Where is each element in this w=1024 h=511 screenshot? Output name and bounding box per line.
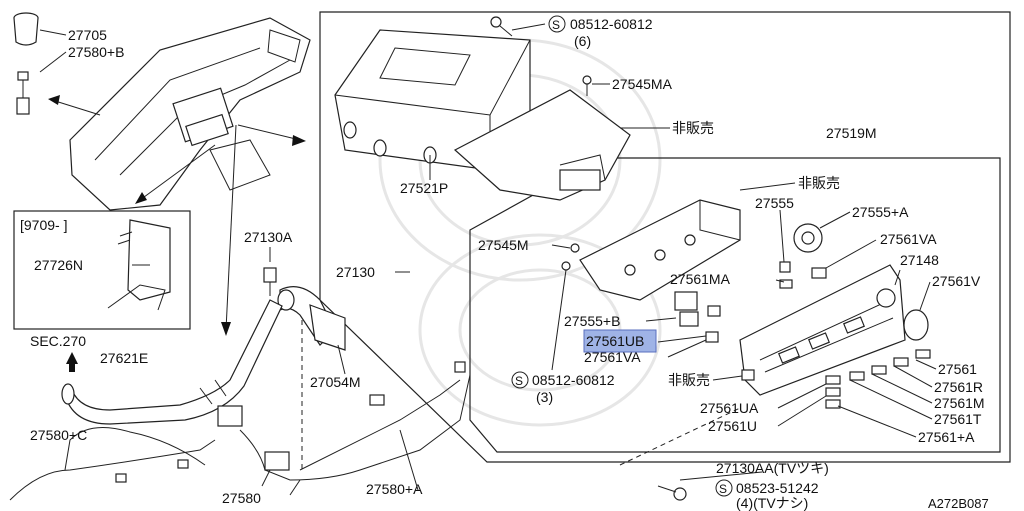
screw-symbol-top: [548, 15, 566, 33]
arrows: [48, 95, 306, 372]
diagram-code: A272B087: [928, 496, 989, 511]
label-hihanbai-1: 非販売: [672, 120, 714, 136]
label-08523[interactable]: 08523-51242: [736, 480, 819, 496]
screw-symbol-bottom2-letter: S: [719, 482, 727, 496]
dash-line-bottom: [619, 407, 741, 466]
label-27561VA-bot[interactable]: 27561VA: [584, 349, 641, 365]
label-08512-top[interactable]: 08512-60812: [570, 16, 653, 32]
label-27561U[interactable]: 27561U: [708, 418, 757, 434]
label-08523-qty: (4)(TVナシ): [736, 495, 808, 511]
label-27130A[interactable]: 27130A: [244, 229, 293, 245]
label-27561VA-top[interactable]: 27561VA: [880, 231, 937, 247]
duct-27130-drawing: [263, 267, 346, 351]
screw-top-drawing: [490, 16, 592, 96]
label-08512-bot-qty: (3): [536, 389, 553, 405]
screw-bottom-drawing: [657, 485, 687, 501]
label-27054M[interactable]: 27054M: [310, 374, 361, 390]
dial-27555A-drawing: [793, 223, 823, 253]
dashboard-drawing: [69, 17, 311, 211]
label-27705[interactable]: 27705: [68, 27, 107, 43]
label-hihanbai-3: 非販売: [668, 372, 710, 388]
unit-27521P-drawing: [334, 29, 531, 171]
label-9709: [9709- ]: [20, 217, 67, 233]
leader-lines: [39, 23, 937, 491]
label-27561A[interactable]: 27561+A: [918, 429, 975, 445]
harness-27580C-drawing: [9, 427, 216, 501]
screw-symbol-bottom2: [715, 479, 733, 497]
label-27561UA[interactable]: 27561UA: [700, 400, 759, 416]
label-27621E[interactable]: 27621E: [100, 350, 148, 366]
label-27580[interactable]: 27580: [222, 490, 261, 506]
label-27561V[interactable]: 27561V: [932, 273, 981, 289]
label-08512-bot[interactable]: 08512-60812: [532, 372, 615, 388]
label-27555A[interactable]: 27555+A: [852, 204, 909, 220]
label-27561T[interactable]: 27561T: [934, 411, 982, 427]
inset-box: [13, 210, 191, 330]
label-27130AA[interactable]: 27130AA(TVツキ): [716, 460, 829, 476]
label-27130[interactable]: 27130: [336, 264, 375, 280]
label-27580C[interactable]: 27580+C: [30, 427, 87, 443]
label-27519M[interactable]: 27519M: [826, 125, 877, 141]
label-27561R[interactable]: 27561R: [934, 379, 983, 395]
label-27561MA[interactable]: 27561MA: [670, 271, 731, 287]
harness-27580-drawing: [217, 361, 471, 496]
label-27580A[interactable]: 27580+A: [366, 481, 423, 497]
label-27561UB[interactable]: 27561UB: [586, 333, 644, 349]
label-hihanbai-2: 非販売: [798, 175, 840, 191]
buttons-27561-drawing: [825, 349, 931, 409]
part-27705-drawing: [13, 12, 39, 115]
screw-symbol-bot-letter: S: [515, 374, 523, 388]
highlight-27561UB: [583, 329, 657, 353]
main-frame: [319, 11, 1011, 463]
label-27555[interactable]: 27555: [755, 195, 794, 211]
label-sec270[interactable]: SEC.270: [30, 333, 86, 349]
small-parts-drawing: [561, 243, 827, 381]
label-27545MA[interactable]: 27545MA: [612, 76, 673, 92]
label-27555B[interactable]: 27555+B: [564, 313, 620, 329]
label-27545M[interactable]: 27545M: [478, 237, 529, 253]
label-27580B[interactable]: 27580+B: [68, 44, 124, 60]
label-27561M[interactable]: 27561M: [934, 395, 985, 411]
bracket-27545M-drawing: [579, 199, 741, 301]
part-27726N-drawing: [107, 219, 171, 311]
label-27521P[interactable]: 27521P: [400, 180, 448, 196]
screw-symbol-top-letter: S: [552, 18, 560, 32]
board-drawing: [453, 89, 631, 201]
label-27148[interactable]: 27148: [900, 252, 939, 268]
label-27726N[interactable]: 27726N: [34, 257, 83, 273]
label-27561[interactable]: 27561: [938, 361, 977, 377]
label-08512-top-qty: (6): [574, 33, 591, 49]
hose-27621E-drawing: [61, 299, 283, 425]
screw-symbol-bot: [511, 371, 529, 389]
